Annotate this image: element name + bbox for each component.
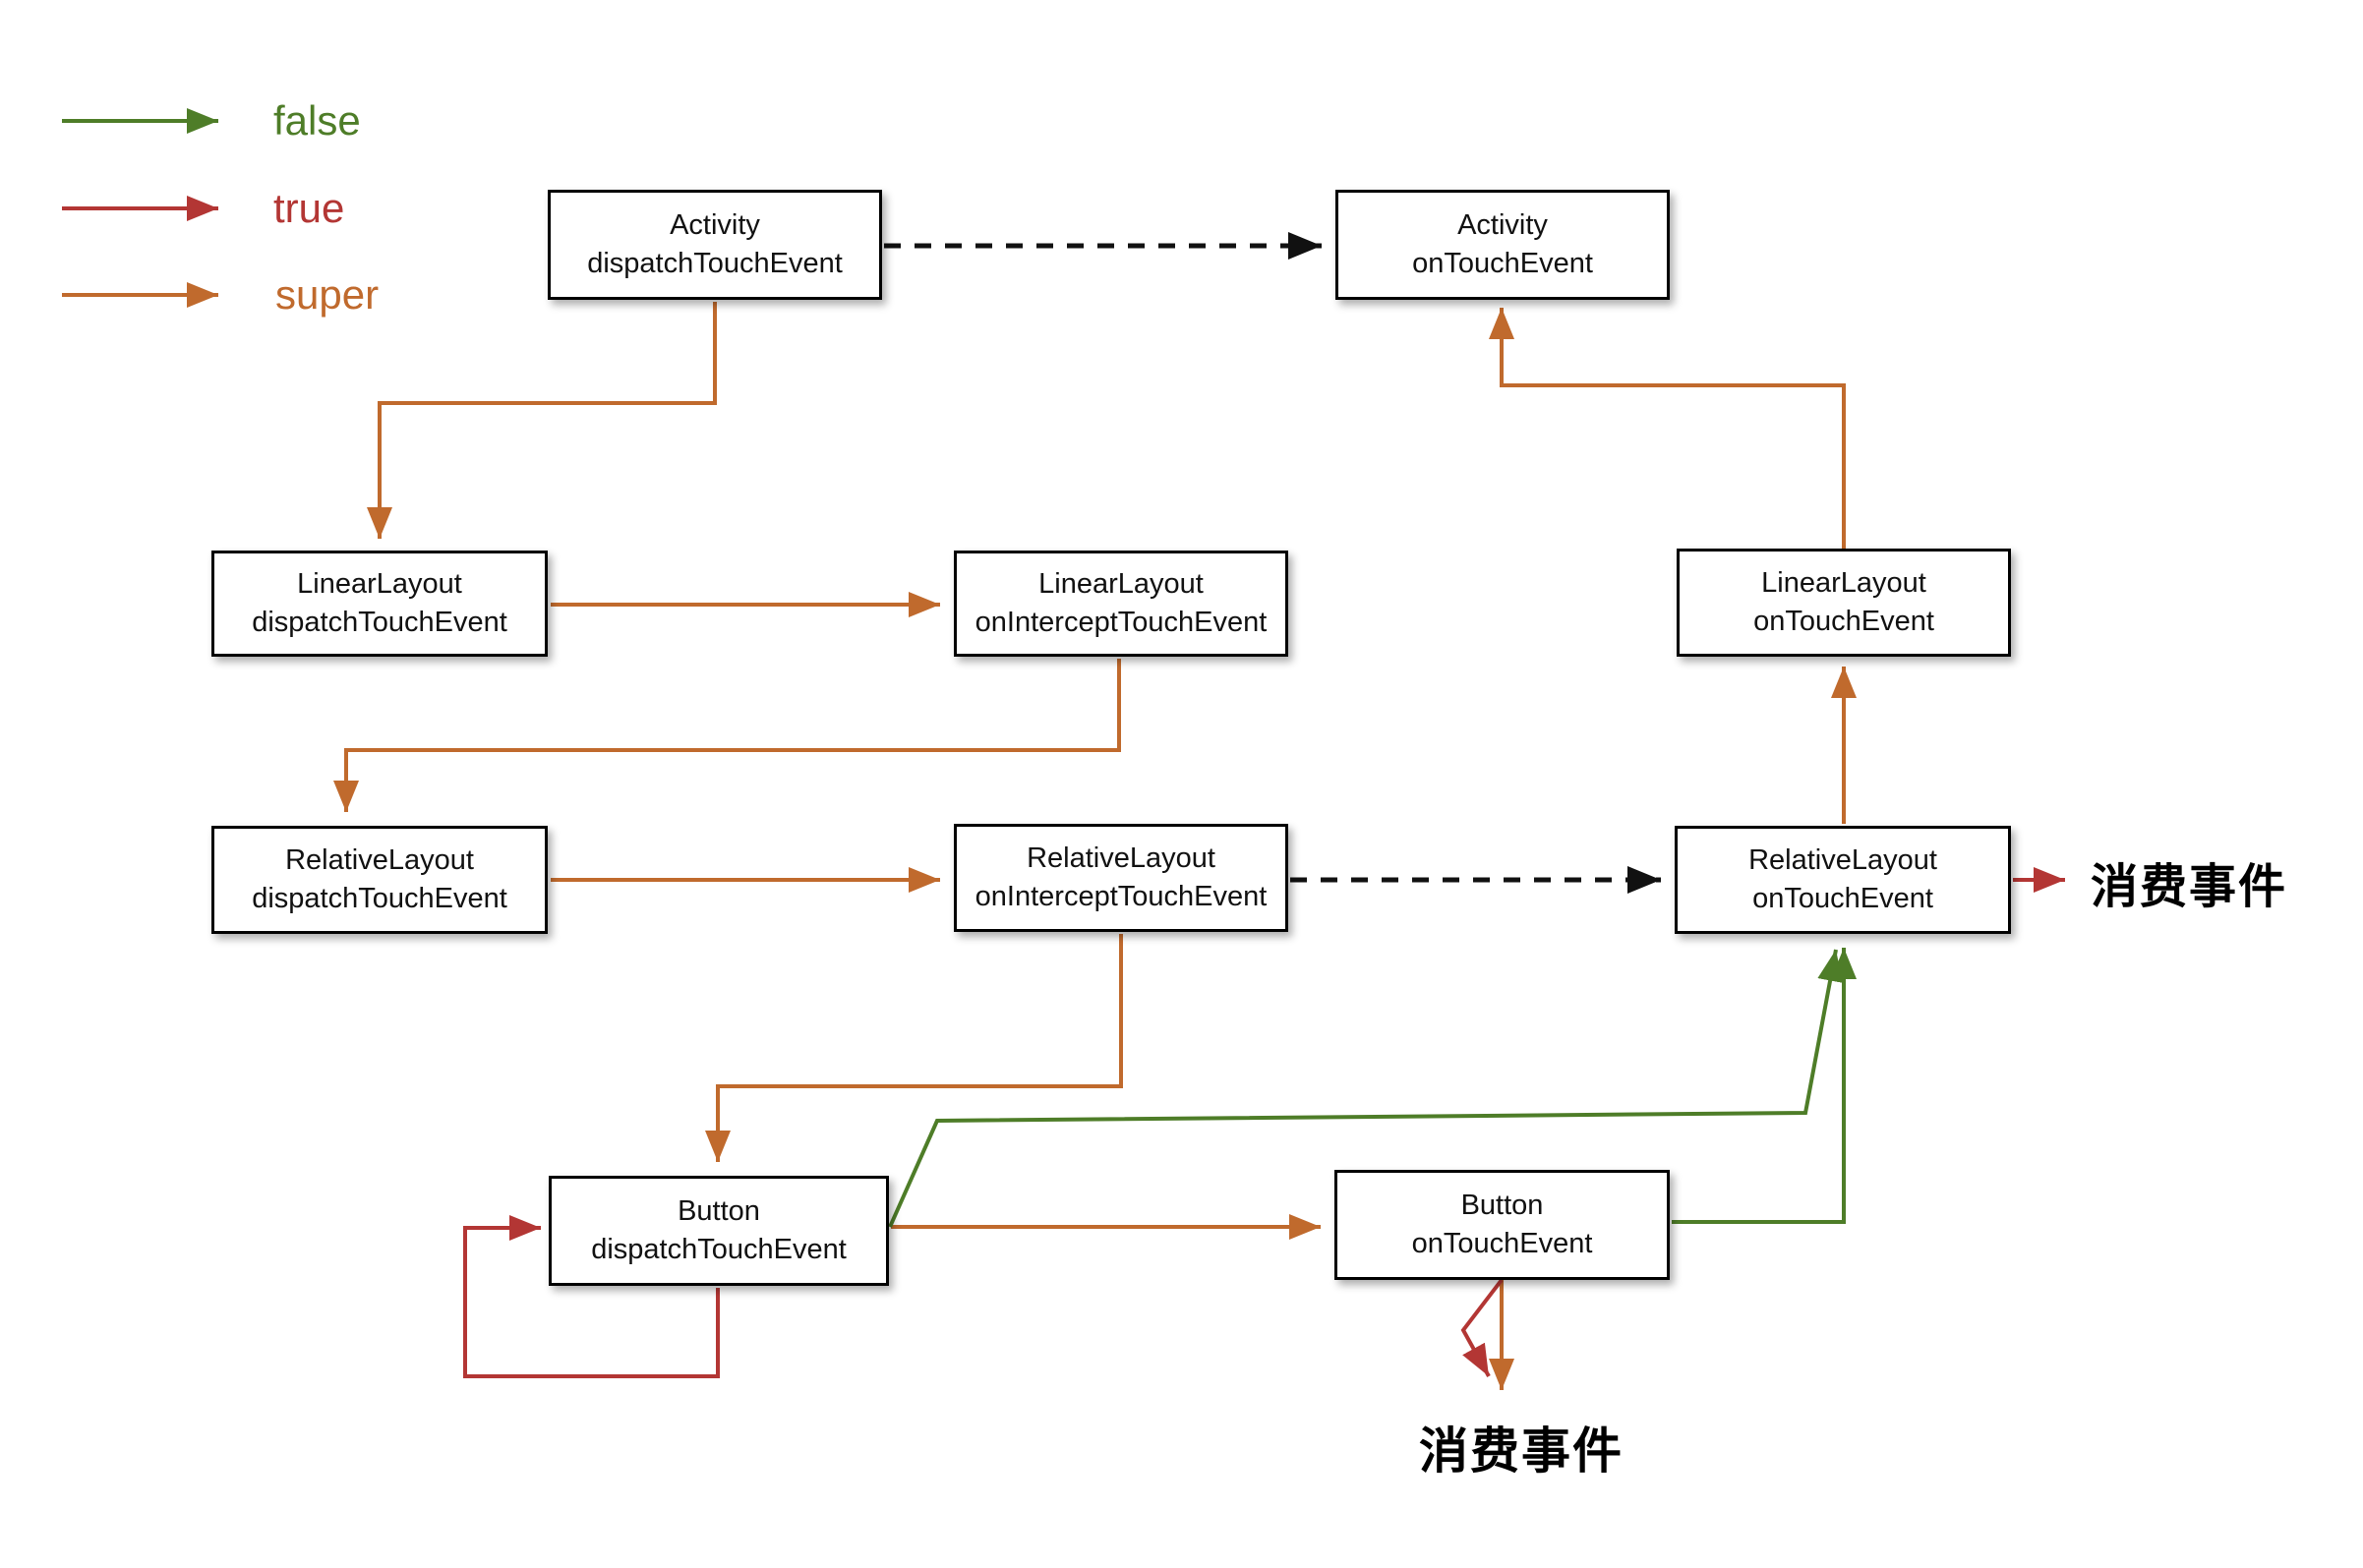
node-button-ontouchevent: Button onTouchEvent [1334, 1170, 1670, 1280]
node-line2: onTouchEvent [1752, 883, 1933, 914]
legend-label-true: true [273, 185, 345, 231]
arrow-true-button-dispatch-self-loop [463, 1215, 720, 1378]
node-line1: Activity [670, 208, 760, 241]
node-relativelayout-dispatchtouchevent: RelativeLayout dispatchTouchEvent [211, 826, 548, 934]
node-activity-dispatchtouchevent: Activity dispatchTouchEvent [548, 190, 882, 300]
node-line1: Activity [1457, 208, 1548, 241]
node-line1: Button [678, 1194, 760, 1227]
node-line2: onInterceptTouchEvent [975, 881, 1268, 912]
node-line2: onTouchEvent [1411, 1228, 1593, 1259]
node-line2: dispatchTouchEvent [587, 248, 843, 279]
consume-event-label-bottom: 消费事件 [1419, 1423, 1624, 1479]
legend-label-false: false [273, 97, 361, 144]
arrow-false-button-dispatch-to-relativelayout-ontouch [888, 949, 1843, 1228]
arrow-false-button-ontouch-to-relativelayout-ontouch [1672, 948, 1857, 1224]
node-line1: RelativeLayout [1748, 843, 1937, 876]
arrow-super-relativelayout-intercept-to-button-dispatch [705, 934, 1123, 1162]
arrow-super-activity-dispatch-to-linearlayout-dispatch [367, 302, 717, 539]
node-relativelayout-onintercepttouchevent: RelativeLayout onInterceptTouchEvent [954, 824, 1288, 932]
arrow-super-linearlayout-ontouch-to-activity-ontouch [1489, 308, 1846, 549]
node-line2: onTouchEvent [1753, 606, 1934, 637]
node-line1: LinearLayout [1761, 566, 1926, 599]
node-linearlayout-onintercepttouchevent: LinearLayout onInterceptTouchEvent [954, 551, 1288, 657]
node-line1: RelativeLayout [1027, 842, 1215, 874]
node-line1: RelativeLayout [285, 843, 474, 876]
node-activity-ontouchevent: Activity onTouchEvent [1335, 190, 1670, 300]
node-line2: dispatchTouchEvent [252, 607, 507, 638]
node-linearlayout-dispatchtouchevent: LinearLayout dispatchTouchEvent [211, 551, 548, 657]
consume-event-label-right: 消费事件 [2091, 861, 2288, 913]
node-line2: onInterceptTouchEvent [975, 607, 1268, 638]
node-line2: onTouchEvent [1412, 248, 1593, 279]
node-button-dispatchtouchevent: Button dispatchTouchEvent [549, 1176, 889, 1286]
node-line2: dispatchTouchEvent [252, 883, 507, 914]
node-line1: LinearLayout [1038, 567, 1204, 600]
arrow-true-button-ontouch-to-consume [1460, 1278, 1504, 1377]
node-line2: dispatchTouchEvent [591, 1234, 847, 1265]
node-linearlayout-ontouchevent: LinearLayout onTouchEvent [1677, 549, 2011, 657]
node-line1: LinearLayout [297, 567, 462, 600]
node-line1: Button [1460, 1189, 1544, 1221]
arrow-super-linearlayout-intercept-to-relativelayout-dispatch [333, 659, 1121, 812]
node-relativelayout-ontouchevent: RelativeLayout onTouchEvent [1675, 826, 2011, 934]
legend-label-super: super [275, 271, 380, 318]
